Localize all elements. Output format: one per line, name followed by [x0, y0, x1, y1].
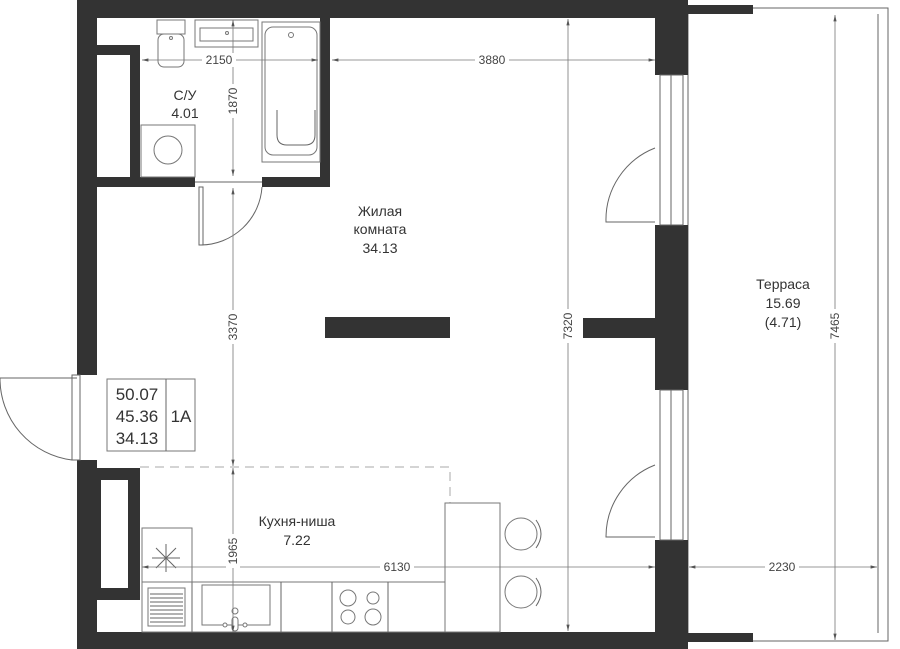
living-total-area: 45.36 [116, 407, 159, 426]
room-label-kitchen: Кухня-ниша 7.22 [259, 513, 336, 548]
room-label-living: Жилая комната 34.13 [354, 203, 407, 256]
svg-text:(4.71): (4.71) [765, 314, 802, 330]
svg-text:7.22: 7.22 [283, 532, 310, 548]
total-area: 50.07 [116, 385, 159, 404]
fridge-icon [444, 502, 501, 633]
washing-machine-icon [140, 124, 196, 178]
room-label-bathroom: С/У 4.01 [171, 87, 198, 121]
svg-text:С/У: С/У [174, 87, 197, 103]
svg-text:Жилая: Жилая [358, 203, 402, 219]
hood-cabinet [141, 527, 193, 583]
dim-bath-depth: 1870 [226, 87, 240, 114]
cooktop-icon [339, 589, 382, 626]
dim-room-width-top: 3880 [479, 53, 506, 67]
dim-kitchen-depth: 1965 [226, 537, 240, 564]
dim-terrace-width: 2230 [769, 560, 796, 574]
balcony-door-top[interactable] [605, 147, 656, 223]
room-label-terrace: Терраса 15.69 (4.71) [756, 276, 810, 330]
svg-text:15.69: 15.69 [765, 295, 800, 311]
svg-text:Кухня-ниша: Кухня-ниша [259, 513, 336, 529]
dim-terrace-depth: 7465 [828, 312, 842, 339]
sink-icon [194, 19, 259, 48]
svg-text:комната: комната [354, 221, 407, 237]
kitchen-sink-icon [201, 584, 271, 632]
svg-text:34.13: 34.13 [362, 240, 397, 256]
apartment-type: 1A [171, 407, 192, 426]
dim-apartment-depth: 7320 [561, 312, 575, 339]
bathtub-icon [261, 21, 321, 163]
dishwasher-icon [147, 587, 186, 627]
window-bottom [659, 389, 684, 541]
chair-icon [504, 517, 542, 609]
apartment-info-box: 50.07 45.36 34.13 1A [106, 378, 196, 452]
balcony-door-bottom[interactable] [605, 464, 656, 538]
bathroom-walls [97, 18, 330, 187]
window-top [659, 74, 684, 226]
bathroom-door[interactable] [198, 186, 263, 246]
exterior-walls [77, 0, 688, 649]
entry-door[interactable] [0, 374, 81, 461]
svg-text:Терраса: Терраса [756, 276, 810, 292]
dim-bath-width: 2150 [206, 53, 233, 67]
living-area: 34.13 [116, 429, 159, 448]
svg-text:4.01: 4.01 [171, 105, 198, 121]
dim-apartment-width: 6130 [384, 560, 411, 574]
dim-room-depth: 3370 [226, 313, 240, 340]
